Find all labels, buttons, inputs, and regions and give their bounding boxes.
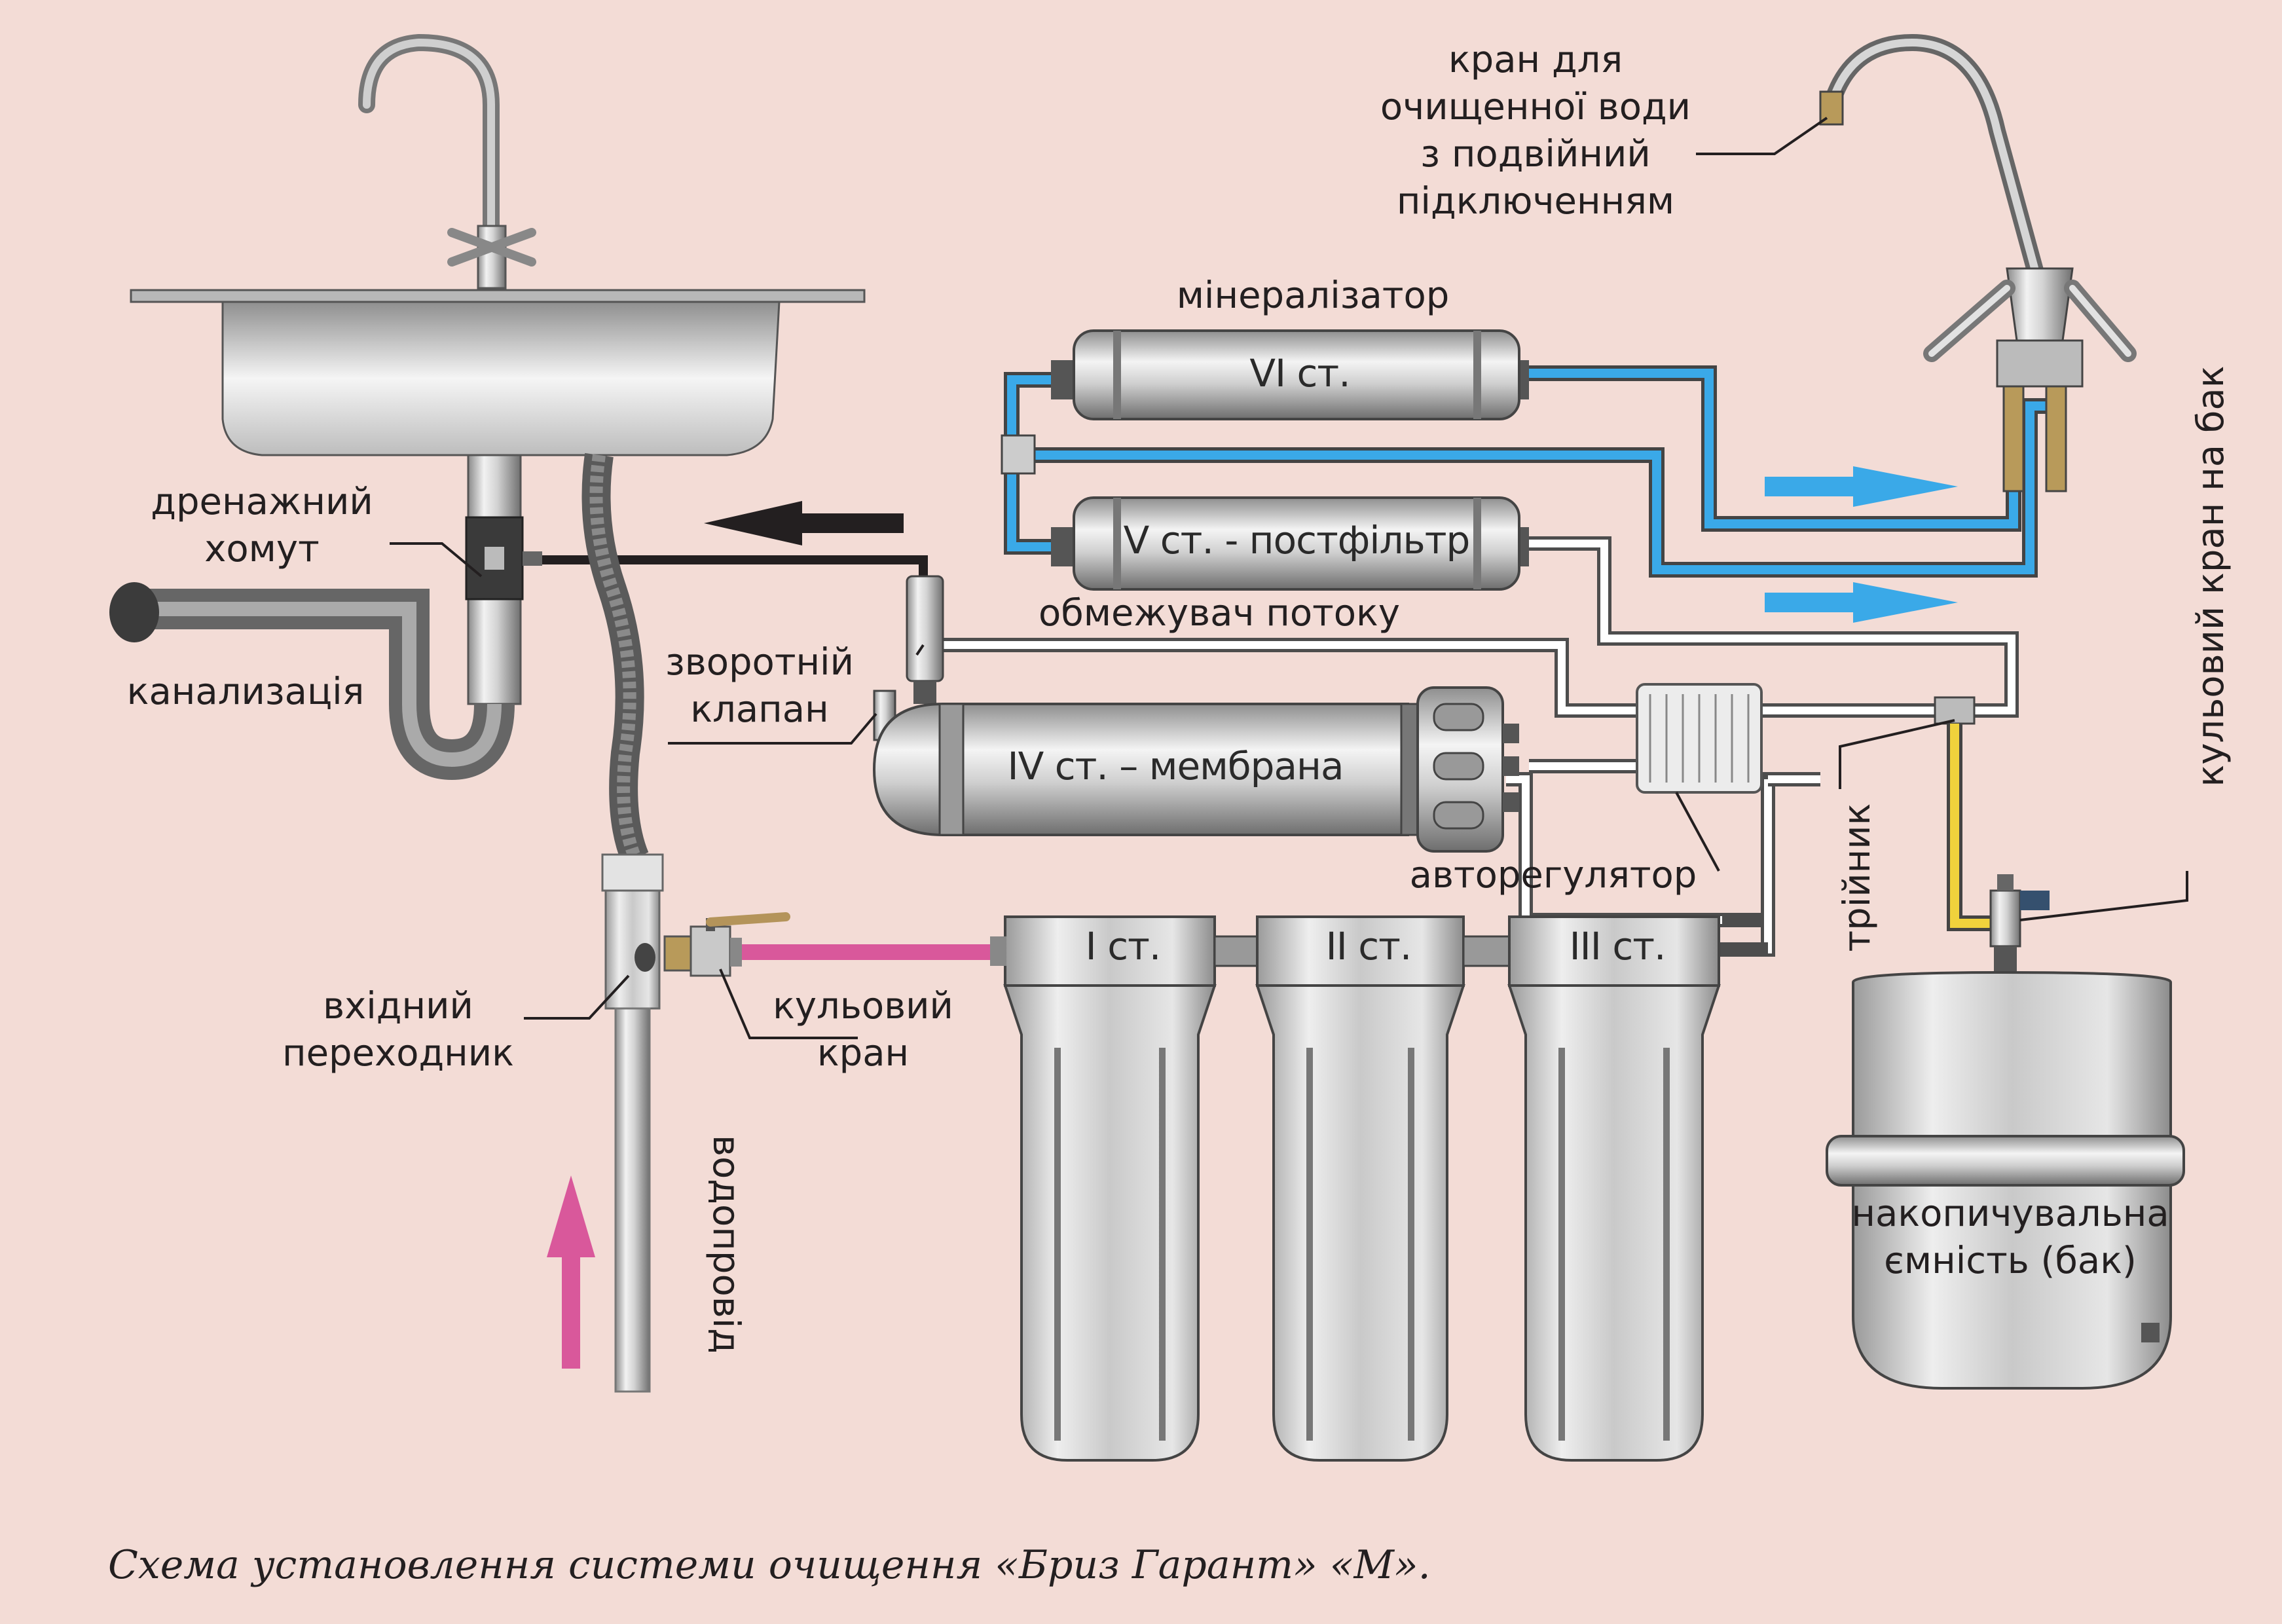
water-supply-arrow bbox=[547, 1175, 595, 1369]
blue-tee bbox=[1001, 434, 1036, 475]
mineralizer-label: мінералізатор bbox=[1177, 274, 1450, 317]
postfilter-cartridge bbox=[1051, 496, 1529, 591]
tank-label-line-1: накопичувальна bbox=[1851, 1192, 2169, 1235]
stage-6-label: VI ст. bbox=[1249, 351, 1350, 396]
auto-regulator bbox=[1636, 683, 1763, 794]
flow-limiter-label: обмежувач потоку bbox=[1039, 592, 1400, 635]
water-supply-label: водопровід bbox=[705, 1135, 747, 1354]
stage-5-label: V ст. - постфільтр bbox=[1124, 518, 1470, 563]
ball-valve-label-line-2: кран bbox=[817, 1032, 909, 1075]
sewer-label: канализація bbox=[127, 671, 365, 713]
tank-ball-valve-label: кульовий кран на бак bbox=[2190, 365, 2232, 786]
ball-valve-label-line-1: кульовий bbox=[773, 985, 953, 1027]
prefilter-housing-2 bbox=[1255, 915, 1465, 1462]
prefilter-housing-3 bbox=[1507, 915, 1721, 1462]
prefilter-housing-1 bbox=[990, 915, 1217, 1462]
inlet-ball-valve bbox=[663, 912, 790, 977]
connector-1-2 bbox=[1213, 935, 1259, 967]
tee-fitting bbox=[1934, 696, 1976, 725]
tank-ball-valve bbox=[1989, 874, 2050, 972]
stage-4-label: IV ст. – мембрана bbox=[1008, 744, 1344, 788]
auto-regulator-label: авторегулятор bbox=[1410, 854, 1697, 896]
drain-clamp-label-line-1: дренажний bbox=[151, 481, 373, 523]
storage-tank bbox=[1826, 970, 2185, 1390]
inlet-adapter-label-line-1: вхідний bbox=[323, 985, 473, 1027]
membrane-housing bbox=[872, 686, 1519, 853]
faucet-label-line-3: з подвійний bbox=[1420, 133, 1651, 175]
mineralizer-cartridge bbox=[1051, 329, 1529, 420]
clean-flow-arrows bbox=[1765, 466, 1958, 623]
sink-faucet bbox=[358, 33, 536, 289]
white-tubes bbox=[943, 536, 2019, 957]
tee-label: трійник bbox=[1836, 803, 1879, 952]
diagram-caption: Схема установлення системи очищення «Бри… bbox=[108, 1542, 1431, 1588]
sink bbox=[130, 289, 866, 456]
drain-clamp bbox=[465, 516, 542, 600]
drain-flow-arrow bbox=[704, 501, 904, 545]
faucet-label-line-2: очищенної води bbox=[1380, 86, 1691, 128]
check-valve-label-line-1: зворотній bbox=[665, 641, 854, 684]
connector-2-3 bbox=[1462, 935, 1511, 967]
stage-1-label: I ст. bbox=[1086, 924, 1161, 969]
faucet-label-line-1: кран для bbox=[1448, 39, 1623, 81]
inlet-adapter-label-line-2: переходник bbox=[282, 1032, 514, 1075]
stage-3-label: III ст. bbox=[1570, 924, 1666, 969]
clean-water-faucet bbox=[1819, 33, 2137, 492]
drain-clamp-label-line-2: хомут bbox=[204, 528, 319, 570]
leader-lines bbox=[390, 117, 2188, 1039]
check-valve-label-line-2: клапан bbox=[690, 688, 828, 731]
inlet-adapter bbox=[601, 853, 664, 1393]
faucet-label-line-4: підключенням bbox=[1397, 180, 1674, 223]
tank-label-line-2: ємність (бак) bbox=[1884, 1240, 2137, 1282]
stage-2-label: II ст. bbox=[1326, 924, 1412, 969]
tank-line bbox=[1947, 724, 1991, 931]
flow-limiter bbox=[906, 575, 944, 704]
